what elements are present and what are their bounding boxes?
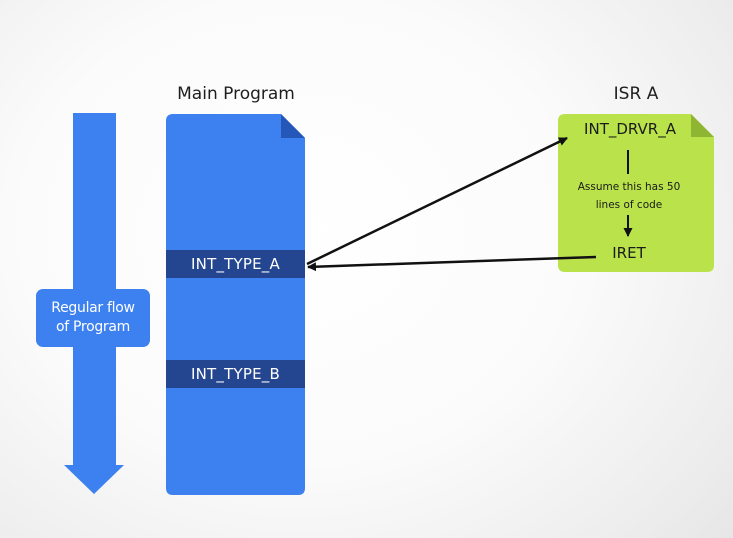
isr-a-folded-corner <box>691 114 714 137</box>
int-type-a-label: INT_TYPE_A <box>191 255 280 273</box>
int-drvr-a-label: INT_DRVR_A <box>584 120 676 138</box>
iret-label: IRET <box>612 244 646 262</box>
main-program-title: Main Program <box>177 84 295 104</box>
int-type-b-label: INT_TYPE_B <box>191 365 280 383</box>
regular-flow-label-box: Regular flow of Program <box>36 289 150 347</box>
interrupt-call-arrow <box>306 136 568 266</box>
int-type-a-row <box>166 250 305 278</box>
main-program-folded-corner <box>281 114 305 138</box>
regular-flow-label: Regular flow of Program <box>51 300 135 335</box>
int-type-b-row <box>166 360 305 388</box>
isr-a-document <box>558 114 714 272</box>
isr-a-title: ISR A <box>613 84 659 104</box>
main-program-document <box>166 114 305 495</box>
isr-code-note: Assume this has 50 lines of code <box>577 181 681 211</box>
iret-return-arrow <box>307 255 597 272</box>
